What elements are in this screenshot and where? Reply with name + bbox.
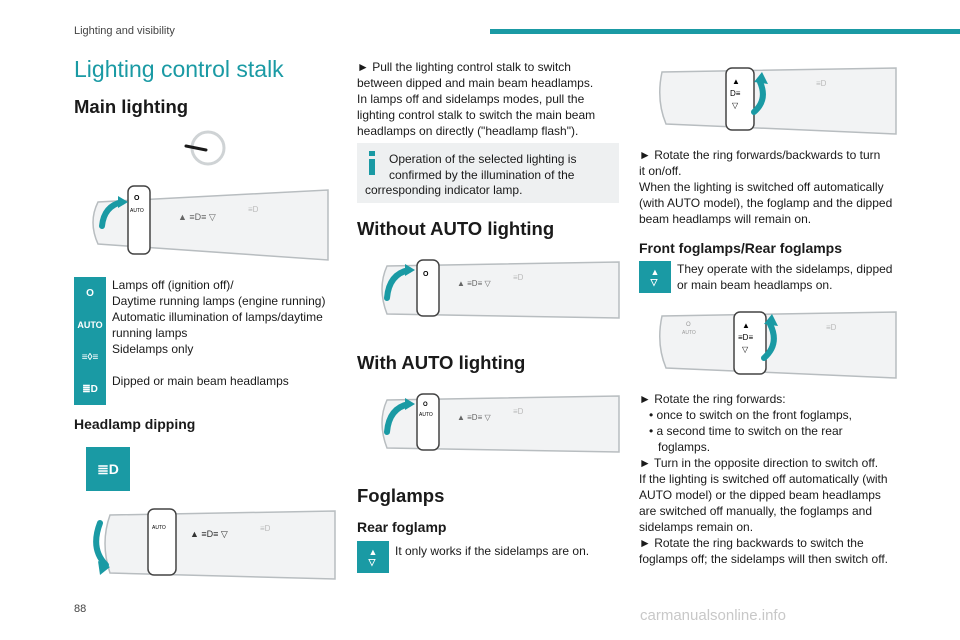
list-item-line1: Lamps off (ignition off)/ [112, 278, 234, 292]
svg-text:O: O [134, 195, 140, 202]
svg-text:▲: ▲ [742, 321, 750, 330]
svg-text:▲ ≡D≡ ▽: ▲ ≡D≡ ▽ [190, 529, 228, 539]
svg-text:▲ ≡D≡ ▽: ▲ ≡D≡ ▽ [457, 413, 491, 422]
text-line: In lamps off and sidelamps modes, pull t… [357, 92, 585, 106]
svg-text:▲: ▲ [732, 77, 740, 86]
svg-text:O: O [686, 322, 691, 328]
svg-text:≡D: ≡D [248, 205, 259, 214]
text-line: ► Pull the lighting control stalk to swi… [357, 60, 571, 74]
note-line: corresponding indicator lamp. [365, 183, 523, 197]
sidelamps-icon: ≡◊≡ [74, 341, 106, 373]
text-line: foglamps. [658, 440, 711, 454]
text-line: ► Rotate the ring forwards: [639, 392, 786, 406]
heading-front-rear-foglamps: Front foglamps/Rear foglamps [639, 240, 843, 256]
text-line: or main beam headlamps on. [677, 278, 833, 292]
text-line: between dipped and main beam headlamps. [357, 76, 594, 90]
svg-text:≡D: ≡D [513, 273, 524, 282]
rear-foglamp-text: It only works if the sidelamps are on. [395, 544, 590, 558]
note-line: confirmed by the illumination of the [389, 168, 575, 182]
heading-rear-foglamp: Rear foglamp [357, 519, 447, 535]
list-item-line1: Automatic illumination of lamps/daytime [112, 310, 323, 324]
stalk-illustration-front-rear-fog: O AUTO ▲ ≡D≡ ▽ ≡D [659, 311, 897, 379]
svg-text:≡D≡: ≡D≡ [738, 333, 753, 342]
info-icon [369, 151, 375, 175]
svg-text:O: O [423, 271, 429, 278]
rear-foglamp-icon: ▲▽ [357, 541, 389, 573]
text-line: lighting control stalk to switch the mai… [357, 108, 596, 122]
svg-text:≡D: ≡D [260, 524, 271, 533]
text-line: beam headlamps will remain on. [639, 212, 812, 226]
list-item-line2: running lamps [112, 326, 188, 340]
text-line: AUTO model) or the dipped beam headlamps [639, 488, 881, 502]
list-item: ≣D Dipped or main beam headlamps [74, 373, 336, 405]
list-item-line2: Daytime running lamps (engine running) [112, 294, 326, 308]
stalk-illustration-rear-fog: ▲ D≡ ▽ ≡D [659, 67, 897, 135]
stalk-illustration-with-auto: O AUTO ▲ ≡D≡ ▽ ≡D [381, 393, 620, 453]
stalk-illustration-dipping: AUTO ▲ ≡D≡ ▽ ≡D [93, 508, 336, 580]
heading-with-auto: With AUTO lighting [357, 352, 526, 373]
front-rear-foglamp-icon: ▲▽ [639, 261, 671, 293]
list-item-line1: Dipped or main beam headlamps [112, 374, 289, 388]
svg-text:O: O [423, 402, 428, 408]
text-line: If the lighting is switched off automati… [639, 472, 888, 486]
page-title: Lighting control stalk [74, 56, 284, 82]
stalk-illustration-main: O AUTO ▲ ≡D≡ ▽ ≡D [92, 185, 329, 261]
text-line: • a second time to switch on the rear [649, 424, 843, 438]
heading-foglamps: Foglamps [357, 485, 445, 506]
stalk-illustration-without-auto: O ▲ ≡D≡ ▽ ≡D [381, 259, 620, 319]
text-line: ► Turn in the opposite direction to swit… [639, 456, 879, 470]
text-line: (with AUTO model), the foglamp and the d… [639, 196, 893, 210]
note-line: Operation of the selected lighting is [389, 152, 577, 166]
list-item: AUTO Automatic illumination of lamps/day… [74, 309, 336, 341]
text-line: sidelamps remain on. [639, 520, 754, 534]
page-number: 88 [74, 603, 87, 615]
heading-without-auto: Without AUTO lighting [357, 218, 555, 239]
svg-text:▲ ≡D≡ ▽: ▲ ≡D≡ ▽ [178, 212, 216, 222]
svg-text:AUTO: AUTO [682, 330, 696, 336]
svg-text:AUTO: AUTO [152, 525, 166, 531]
svg-text:D≡: D≡ [730, 89, 741, 98]
text-line: They operate with the sidelamps, dipped [677, 262, 893, 276]
svg-text:▽: ▽ [732, 101, 739, 110]
text-line: ► Rotate the ring forwards/backwards to … [639, 148, 881, 162]
heading-headlamp-dipping: Headlamp dipping [74, 416, 196, 432]
text-line: When the lighting is switched off automa… [639, 180, 884, 194]
paragraph-rotate-ring: ► Rotate the ring forwards/backwards to … [639, 147, 919, 227]
header-bar [490, 29, 960, 34]
svg-text:▽: ▽ [742, 345, 749, 354]
off-icon: O [74, 277, 106, 309]
headlamp-flash-icon: ≣D [86, 447, 130, 491]
auto-icon: AUTO [74, 309, 106, 341]
list-item: ≡◊≡ Sidelamps only [74, 341, 336, 373]
svg-text:▲ ≡D≡ ▽: ▲ ≡D≡ ▽ [457, 279, 491, 288]
svg-text:AUTO: AUTO [130, 208, 144, 214]
svg-text:≡D: ≡D [826, 323, 837, 332]
svg-text:AUTO: AUTO [419, 412, 433, 418]
text-line: foglamps off; the sidelamps will then sw… [639, 552, 889, 566]
svg-text:≡D: ≡D [513, 407, 524, 416]
paragraph-foglamps-operation: ► Rotate the ring forwards: • once to sw… [639, 391, 929, 567]
front-rear-text: They operate with the sidelamps, dipped … [677, 261, 892, 293]
heading-main-lighting: Main lighting [74, 96, 189, 117]
info-note: Operation of the selected lighting is con… [357, 143, 619, 203]
headlamps-icon: ≣D [74, 373, 106, 405]
text-line: headlamps on directly ("headlamp flash")… [357, 124, 579, 138]
svg-text:≡D: ≡D [816, 79, 827, 88]
text-line: ► Rotate the ring backwards to switch th… [639, 536, 864, 550]
text-line: it on/off. [639, 164, 682, 178]
paragraph-pull-stalk: ► Pull the lighting control stalk to swi… [357, 59, 627, 139]
watermark: carmanualsonline.info [640, 607, 786, 624]
list-item-line1: Sidelamps only [112, 342, 194, 356]
header-section: Lighting and visibility [74, 25, 175, 37]
list-item: O Lamps off (ignition off)/ Daytime runni… [74, 277, 336, 309]
steering-wheel-icon [184, 130, 226, 166]
text-line: • once to switch on the front foglamps, [649, 408, 852, 422]
text-line: are switched off manually, the foglamps … [639, 504, 873, 518]
